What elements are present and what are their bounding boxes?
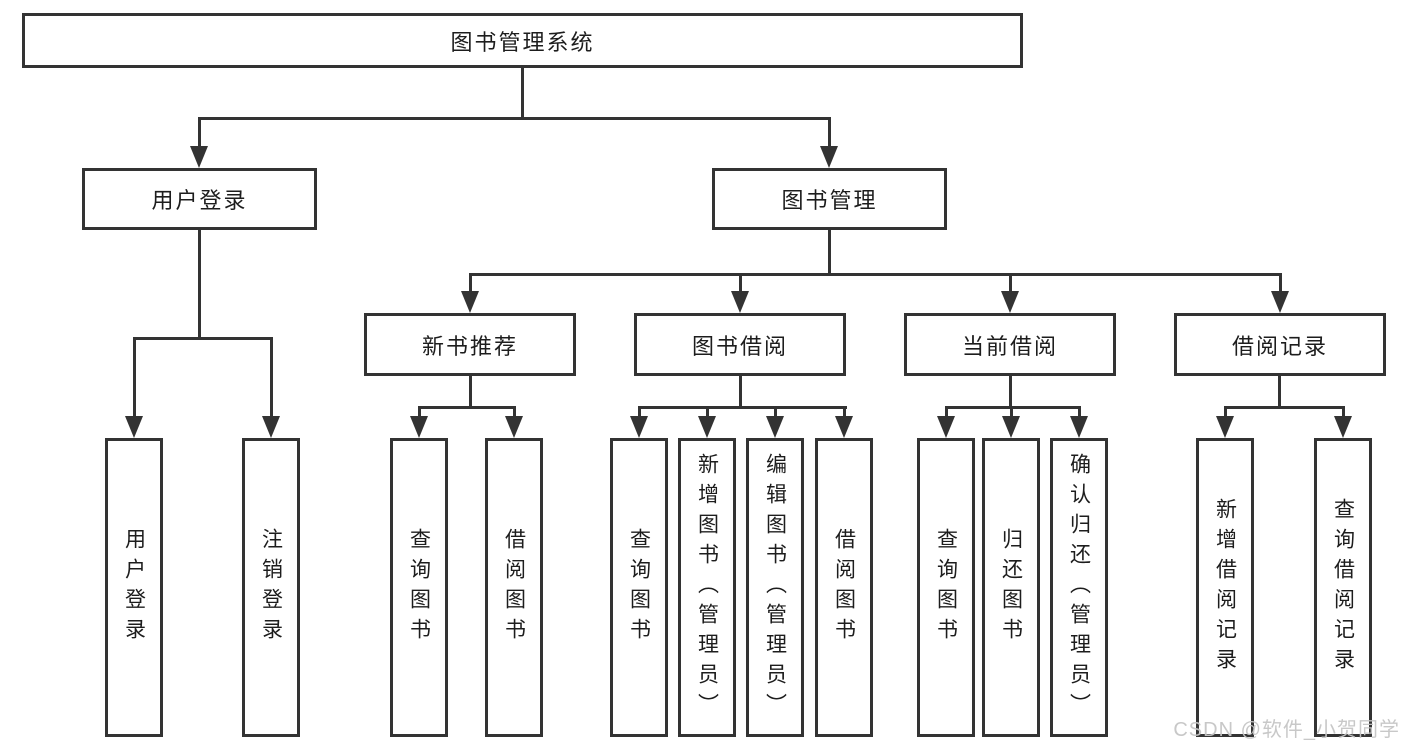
arrow-down-icon — [190, 146, 208, 168]
csdn-watermark: CSDN @软件_小贺同学 — [1173, 719, 1400, 741]
node-label: 借阅图书 — [502, 527, 526, 648]
node-label: 查询图书 — [407, 527, 431, 648]
connector-records-drop — [1277, 376, 1281, 406]
connector-stub — [417, 406, 421, 416]
arrow-down-icon — [1002, 416, 1020, 438]
node-label: 新增图书（管理员） — [695, 452, 719, 723]
arrow-down-icon — [1216, 416, 1234, 438]
connector-user-login-drop — [197, 230, 201, 337]
leaf-query-books-recommendation: 查询图书 — [390, 438, 448, 737]
arrow-down-icon — [125, 416, 143, 438]
arrow-down-icon — [630, 416, 648, 438]
node-label: 当前借阅 — [961, 333, 1058, 359]
connector-stub — [1077, 406, 1081, 416]
node-label: 借阅图书 — [832, 527, 856, 648]
connector-level2-bar — [468, 273, 1282, 276]
connector-stub — [842, 406, 846, 416]
arrow-down-icon — [461, 291, 479, 313]
node-label: 归还图书 — [999, 527, 1023, 648]
node-label: 图书管理 — [781, 188, 878, 213]
connector-stub-current-borrowing — [1008, 273, 1012, 291]
connector-book-management-drop — [827, 230, 831, 273]
arrow-down-icon — [1070, 416, 1088, 438]
connector-stub — [705, 406, 709, 416]
leaf-query-books-borrowing: 查询图书 — [610, 438, 668, 737]
leaf-confirm-return-admin: 确认归还（管理员） — [1050, 438, 1108, 737]
node-label: 借阅记录 — [1231, 333, 1328, 359]
connector-recommendation-drop — [468, 376, 472, 406]
connector-stub — [1223, 406, 1227, 416]
node-library-management-system: 图书管理系统 — [22, 13, 1023, 68]
node-new-book-recommendation: 新书推荐 — [364, 313, 576, 376]
node-label: 查询图书 — [934, 527, 958, 648]
leaf-borrow-books-borrowing: 借阅图书 — [815, 438, 873, 737]
node-book-borrowing: 图书借阅 — [634, 313, 846, 376]
connector-recommendation-bar — [417, 406, 516, 409]
arrow-down-icon — [1001, 291, 1019, 313]
node-user-login: 用户登录 — [82, 168, 317, 230]
arrow-down-icon — [820, 146, 838, 168]
node-label: 确认归还（管理员） — [1067, 452, 1091, 723]
leaf-logout: 注销登录 — [242, 438, 300, 737]
node-label: 新书推荐 — [421, 333, 518, 359]
leaf-add-books-admin: 新增图书（管理员） — [678, 438, 736, 737]
leaf-add-borrowing-record: 新增借阅记录 — [1196, 438, 1254, 737]
node-label: 新增借阅记录 — [1213, 497, 1237, 678]
connector-current-drop — [1008, 376, 1012, 406]
connector-stub-user-login — [197, 117, 201, 146]
arrow-down-icon — [766, 416, 784, 438]
connector-stub-leaf-user-login — [132, 337, 136, 416]
leaf-user-login: 用户登录 — [105, 438, 163, 737]
node-label: 查询图书 — [627, 527, 651, 648]
node-label: 图书借阅 — [691, 333, 788, 359]
arrow-down-icon — [262, 416, 280, 438]
connector-stub — [944, 406, 948, 416]
connector-root-drop — [520, 68, 524, 117]
node-label: 查询借阅记录 — [1331, 497, 1355, 678]
node-label: 图书管理系统 — [450, 29, 595, 55]
connector-stub — [637, 406, 641, 416]
arrow-down-icon — [1271, 291, 1289, 313]
leaf-query-borrowing-record: 查询借阅记录 — [1314, 438, 1372, 737]
arrow-down-icon — [1334, 416, 1352, 438]
connector-stub — [1009, 406, 1013, 416]
connector-stub — [773, 406, 777, 416]
connector-stub-borrowing-records — [1278, 273, 1282, 291]
arrow-down-icon — [410, 416, 428, 438]
connector-level1-bar — [197, 117, 831, 120]
connector-stub-book-management — [827, 117, 831, 146]
connector-stub-new-book-recommendation — [468, 273, 472, 291]
connector-stub-leaf-logout — [269, 337, 273, 416]
leaf-edit-books-admin: 编辑图书（管理员） — [746, 438, 804, 737]
node-current-borrowing: 当前借阅 — [904, 313, 1116, 376]
connector-stub — [1341, 406, 1345, 416]
connector-borrowing-drop — [738, 376, 742, 406]
arrow-down-icon — [505, 416, 523, 438]
node-label: 编辑图书（管理员） — [763, 452, 787, 723]
connector-stub — [512, 406, 516, 416]
arrow-down-icon — [937, 416, 955, 438]
leaf-borrow-books-recommendation: 借阅图书 — [485, 438, 543, 737]
connector-current-bar — [944, 406, 1081, 409]
connector-user-login-bar — [132, 337, 273, 340]
node-label: 用户登录 — [151, 188, 248, 213]
arrow-down-icon — [835, 416, 853, 438]
connector-borrowing-bar — [637, 406, 847, 409]
node-label: 注销登录 — [259, 527, 283, 648]
node-borrowing-records: 借阅记录 — [1174, 313, 1386, 376]
leaf-query-books-current: 查询图书 — [917, 438, 975, 737]
node-book-management: 图书管理 — [712, 168, 947, 230]
leaf-return-books: 归还图书 — [982, 438, 1040, 737]
arrow-down-icon — [698, 416, 716, 438]
connector-records-bar — [1223, 406, 1345, 409]
node-label: 用户登录 — [122, 527, 146, 648]
arrow-down-icon — [731, 291, 749, 313]
connector-stub-book-borrowing — [738, 273, 742, 291]
